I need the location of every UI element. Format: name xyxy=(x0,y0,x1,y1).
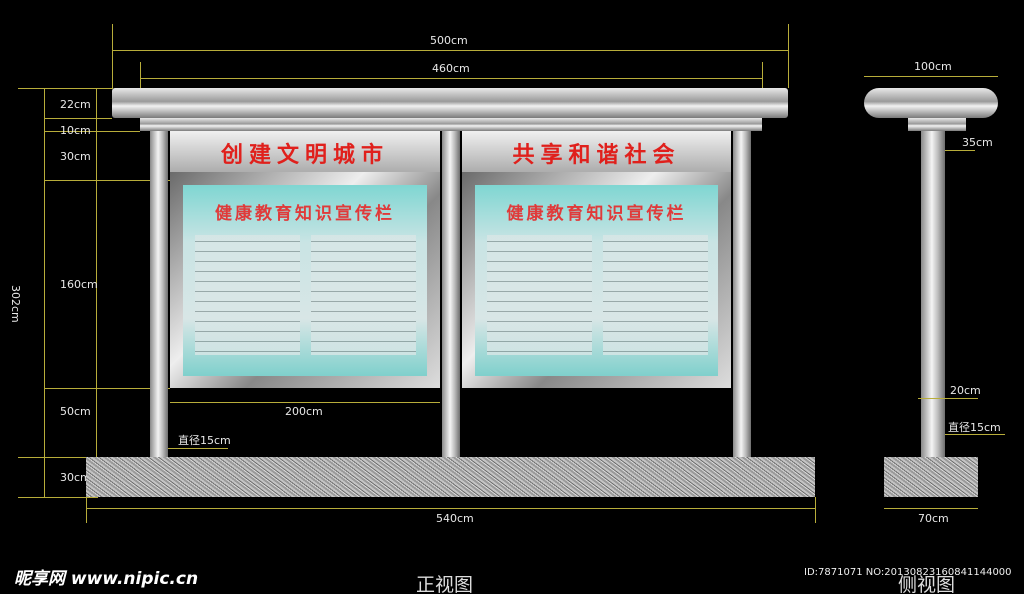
post-left xyxy=(150,131,168,457)
board-frame-right: 健康教育知识宣传栏 xyxy=(462,172,731,388)
dim-side-diameter: 直径15cm xyxy=(948,421,1001,434)
top-cap xyxy=(112,88,788,118)
dim-tick xyxy=(44,388,170,389)
dim-460: 460cm xyxy=(432,62,470,75)
dim-line-500 xyxy=(112,50,788,51)
watermark-logo: 昵享网 www.nipic.cn xyxy=(14,569,199,589)
dim-tick xyxy=(18,88,113,89)
post-right xyxy=(733,131,751,457)
dim-line xyxy=(945,150,975,151)
dim-100: 100cm xyxy=(914,60,952,73)
dim-200: 200cm xyxy=(285,405,323,418)
dim-302: 302cm xyxy=(9,285,22,323)
ground-base xyxy=(86,457,815,497)
board-right: 健康教育知识宣传栏 xyxy=(475,185,718,376)
header-left: 创建文明城市 xyxy=(170,131,440,175)
dim-70: 70cm xyxy=(918,512,949,525)
dim-line xyxy=(168,448,228,449)
dim-tick xyxy=(44,118,112,119)
dim-tick xyxy=(815,497,816,523)
board-text-column xyxy=(487,235,592,355)
front-view-label: 正视图 xyxy=(416,574,474,594)
top-beam xyxy=(140,118,762,131)
dim-line-540 xyxy=(86,508,815,509)
dim-tick xyxy=(18,457,98,458)
dim-30: 30cm xyxy=(60,150,91,163)
dim-tick xyxy=(44,131,140,132)
board-title: 健康教育知识宣传栏 xyxy=(215,204,395,224)
dim-tick xyxy=(44,180,170,181)
dim-50: 50cm xyxy=(60,405,91,418)
dim-line xyxy=(864,76,998,77)
side-ground-base xyxy=(884,457,978,497)
dim-line-460 xyxy=(140,78,762,79)
dim-line xyxy=(96,88,97,497)
dim-20: 20cm xyxy=(950,384,981,397)
dim-line xyxy=(884,508,978,509)
board-text-column xyxy=(195,235,300,355)
dim-30-base: 30cm xyxy=(60,471,91,484)
side-view-label: 侧视图 xyxy=(898,574,956,594)
dim-540: 540cm xyxy=(436,512,474,525)
header-right: 共享和谐社会 xyxy=(462,131,731,175)
side-post xyxy=(921,131,945,457)
dim-500: 500cm xyxy=(430,34,468,47)
board-title: 健康教育知识宣传栏 xyxy=(506,204,687,224)
dim-tick xyxy=(112,24,113,88)
dim-line xyxy=(918,398,978,399)
dim-line xyxy=(945,434,1005,435)
dim-tick xyxy=(788,24,789,88)
side-cap xyxy=(864,88,998,118)
board-left: 健康教育知识宣传栏 xyxy=(183,185,427,376)
dim-35: 35cm xyxy=(962,136,993,149)
board-frame-left: 健康教育知识宣传栏 xyxy=(170,172,440,388)
dim-10: 10cm xyxy=(60,124,91,137)
board-text-column xyxy=(311,235,416,355)
dim-tick xyxy=(18,497,98,498)
dim-tick xyxy=(86,497,87,523)
post-middle xyxy=(442,131,460,457)
side-beam xyxy=(908,118,966,131)
dim-160: 160cm xyxy=(60,278,98,291)
dim-line-200 xyxy=(170,402,440,403)
dim-post-diameter: 直径15cm xyxy=(178,434,231,447)
watermark-id: ID:7871071 NO:20130823160841144000 xyxy=(804,567,1012,578)
dim-22: 22cm xyxy=(60,98,91,111)
dim-line-302 xyxy=(44,88,45,497)
board-text-column xyxy=(603,235,708,355)
